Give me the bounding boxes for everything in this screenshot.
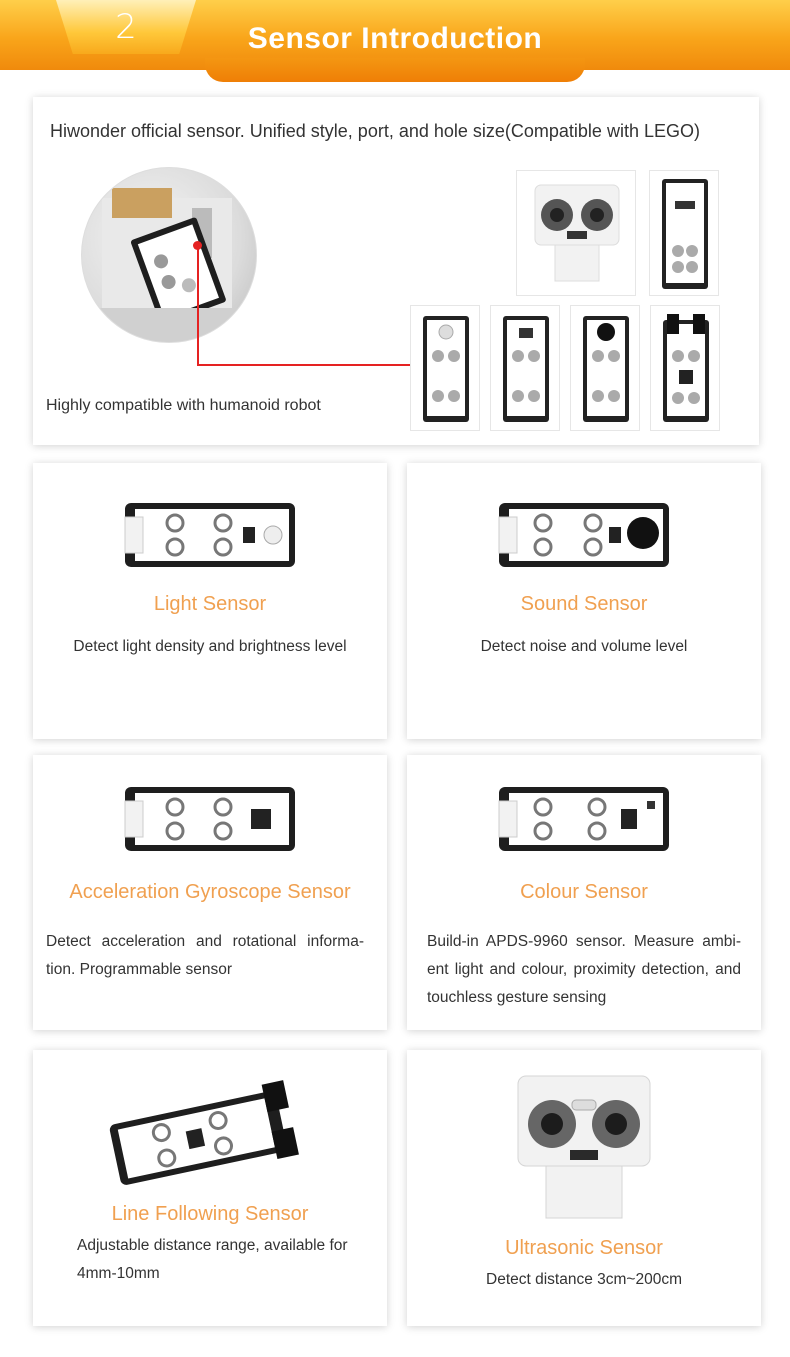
sound-sensor-thumb	[570, 305, 640, 431]
sensor-description: Adjustable distance range, available for…	[77, 1237, 348, 1282]
section-title: Sensor Introduction	[247, 22, 543, 55]
colour-sensor-image	[497, 783, 671, 855]
section-number-badge: 2	[56, 0, 196, 54]
section-header: 2 Sensor Introduction	[0, 0, 790, 84]
section-number: 2	[115, 7, 137, 47]
line-following-sensor-thumb	[650, 305, 720, 431]
header-tab	[205, 58, 585, 82]
pointer-dot	[193, 241, 202, 250]
sensor-title: Light Sensor	[153, 593, 267, 615]
sensor-title: Acceleration Gyroscope Sensor	[69, 881, 351, 903]
sound-sensor-image	[497, 499, 671, 571]
sensor-card-gyroscope: Acceleration Gyroscope Sensor Detect acc…	[33, 755, 387, 1030]
intro-caption: Highly compatible with humanoid robot	[46, 397, 321, 414]
intro-text: Hiwonder official sensor. Unified style,…	[50, 121, 700, 141]
sensor-description: Detect noise and volume level	[480, 638, 688, 655]
sensor-description: Detect acceleration and rotational infor…	[46, 933, 364, 978]
sensor-description: Detect light density and brightness leve…	[73, 638, 347, 655]
sensor-card-sound: Sound Sensor Detect noise and volume lev…	[407, 463, 761, 739]
robot-closeup-photo	[81, 167, 257, 343]
sensor-card-line-following: Line Following Sensor Adjustable distanc…	[33, 1050, 387, 1326]
gyroscope-sensor-image	[123, 783, 297, 855]
sensor-description: Build-in APDS-9960 sensor. Measure ambi-…	[427, 933, 741, 1006]
pointer-line	[197, 247, 199, 365]
ultrasonic-sensor-image	[514, 1070, 654, 1222]
sensor-card-light: Light Sensor Detect light density and br…	[33, 463, 387, 739]
ultrasonic-sensor-thumb	[516, 170, 636, 296]
sensor-card-ultrasonic: Ultrasonic Sensor Detect distance 3cm~20…	[407, 1050, 761, 1326]
gyroscope-sensor-thumb	[490, 305, 560, 431]
sensor-description: Detect distance 3cm~200cm	[486, 1271, 682, 1288]
sensor-title: Colour Sensor	[520, 881, 648, 903]
intro-card: Hiwonder official sensor. Unified style,…	[33, 97, 759, 445]
sensor-title: Sound Sensor	[520, 593, 648, 615]
sensor-board-thumb	[649, 170, 719, 296]
light-sensor-image	[123, 499, 297, 571]
light-sensor-thumb	[410, 305, 480, 431]
sensor-title: Ultrasonic Sensor	[505, 1237, 663, 1259]
sensor-card-colour: Colour Sensor Build-in APDS-9960 sensor.…	[407, 755, 761, 1030]
sensor-title: Line Following Sensor	[111, 1203, 309, 1225]
line-following-sensor-image	[103, 1076, 303, 1186]
pointer-line	[197, 364, 427, 366]
